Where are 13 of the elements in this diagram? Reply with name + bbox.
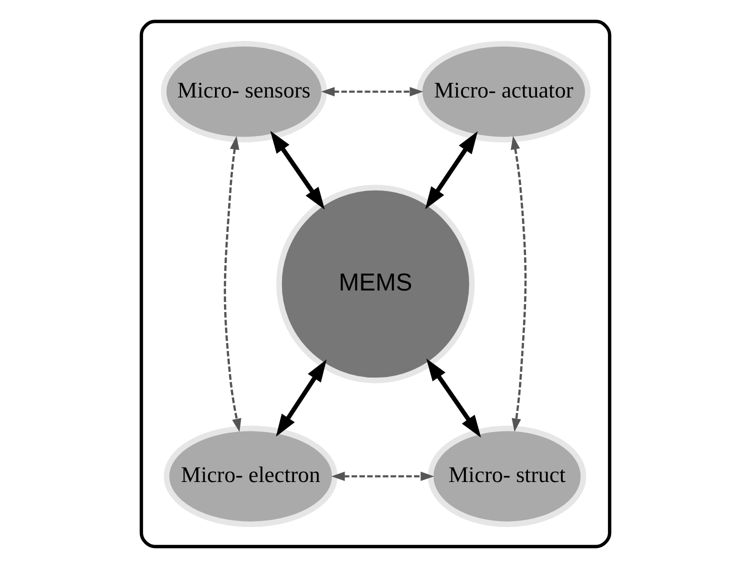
node-ellipse: Micro- actuator xyxy=(416,40,591,142)
node-ellipse: Micro- electron xyxy=(164,426,338,528)
node-ellipse: Micro- sensors xyxy=(160,40,328,142)
arrow xyxy=(276,360,327,437)
node-ellipse: Micro- struct xyxy=(428,426,586,528)
arrow xyxy=(331,472,434,481)
cluster xyxy=(140,20,612,548)
arrow xyxy=(426,358,482,438)
arrow xyxy=(510,136,527,432)
arrow xyxy=(270,130,325,210)
arrow xyxy=(321,87,424,96)
arrow xyxy=(425,131,478,210)
arrow xyxy=(224,136,242,432)
